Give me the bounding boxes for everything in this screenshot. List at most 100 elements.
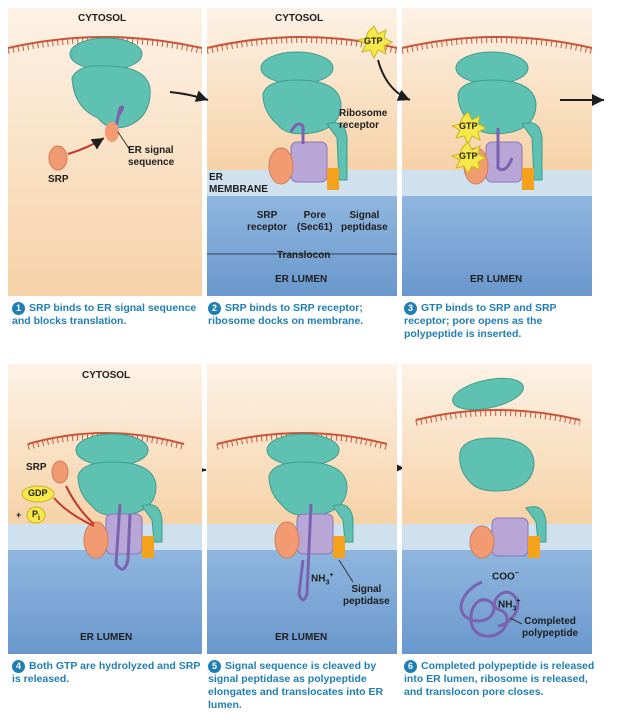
ribosome-small-subunit <box>452 377 524 411</box>
step-number-2: 2 <box>208 302 221 315</box>
translocon-pore <box>491 517 529 557</box>
ribosome-small-subunit <box>75 433 149 467</box>
panel-4-art <box>8 364 202 654</box>
nh3-label: NH3+ <box>498 598 521 613</box>
pi-label: Pi <box>32 509 40 522</box>
polypeptide <box>297 503 313 602</box>
coo-label: COO− <box>492 570 519 583</box>
ribosome-receptor <box>525 506 547 543</box>
ribosome-large-subunit <box>71 65 151 129</box>
srp-bound <box>105 122 119 142</box>
signal-peptidase <box>333 536 345 558</box>
step-number-4: 4 <box>12 660 25 673</box>
polypeptide <box>496 128 514 172</box>
step-1-to-2-arrow <box>169 90 209 102</box>
signal-peptidase <box>528 536 540 558</box>
panel-6-art <box>402 364 592 654</box>
gtp-star-1 <box>450 111 488 146</box>
srp-receptor <box>469 525 495 559</box>
er-lumen-bg <box>8 550 202 654</box>
mrna-ticks <box>402 37 592 54</box>
ribosome-receptor <box>326 122 348 181</box>
er-lumen-label: ER LUMEN <box>275 274 328 285</box>
srp-receptor-label: SRP receptor <box>247 210 288 233</box>
ribosome-large-subunit <box>262 79 342 135</box>
ribosome-receptor-label: Ribosome receptor <box>339 108 388 131</box>
signal-peptidase <box>142 536 154 558</box>
step-number-1: 1 <box>12 302 25 315</box>
completed-polypeptide-coil <box>459 580 520 638</box>
srp-receptor <box>274 521 300 559</box>
cytosol-label: CYTOSOL <box>275 13 324 24</box>
release-arrow-srp <box>65 485 95 525</box>
step-number-3: 3 <box>404 302 417 315</box>
gtp-badge-star <box>356 25 394 60</box>
panel-5-art <box>207 364 397 654</box>
srp-icon <box>48 145 68 171</box>
er-lumen-label: ER LUMEN <box>275 632 328 643</box>
signal-peptidase-label: Signal peptidase <box>341 210 388 233</box>
polypeptide <box>289 122 305 144</box>
ribosome-small-subunit <box>266 433 340 467</box>
ribosome-large-subunit <box>268 461 348 517</box>
er-membrane-label: ER MEMBRANE <box>209 172 268 195</box>
er-lumen-label: ER LUMEN <box>470 274 523 285</box>
srp-label: SRP <box>48 174 69 185</box>
gtp-star-2 <box>450 141 488 176</box>
srp-label: SRP <box>26 462 47 473</box>
panel-1-art <box>8 8 202 296</box>
mrna-ticks <box>207 37 397 54</box>
leader-completed <box>509 617 523 625</box>
panel-3: GTP GTP ER LUMEN <box>402 8 592 296</box>
er-signal-sequence-label: ER signal sequence <box>128 145 175 168</box>
step-2-to-3-arrow <box>377 59 411 101</box>
polypeptide <box>112 105 125 137</box>
panel-2: CYTOSOL Ribosome receptor ER MEMBRANE SR… <box>207 8 397 296</box>
translocon-pore <box>296 513 334 555</box>
nh3-label: NH3+ <box>311 572 334 587</box>
cytosol-label: CYTOSOL <box>78 13 127 24</box>
gdp-oval <box>21 485 55 503</box>
translocon-label: Translocon <box>277 250 331 261</box>
panel-1: CYTOSOL ER signal sequence SRP <box>8 8 202 296</box>
panel-4: CYTOSOL SRP GDP + Pi ER LUMEN <box>8 364 202 654</box>
translocon-pore <box>105 513 143 555</box>
ribosome-receptor <box>521 122 543 181</box>
signal-peptidase <box>327 168 339 190</box>
leader-peptidase <box>338 559 354 583</box>
leader-signal <box>117 131 131 151</box>
release-arrow-gdp <box>53 497 95 527</box>
gdp-label: GDP <box>28 488 48 498</box>
panel-2-art <box>207 8 397 296</box>
completed-polypeptide-label: Completed polypeptide <box>522 616 579 639</box>
ribosome-large-subunit <box>77 461 157 517</box>
er-lumen-label: ER LUMEN <box>80 632 133 643</box>
step-number-6: 6 <box>404 660 417 673</box>
ribosome-receptor <box>141 504 163 543</box>
plus-label: + <box>16 510 22 520</box>
signal-peptidase-label: Signal peptidase <box>343 584 390 607</box>
srp-arrow <box>67 137 105 155</box>
er-lumen-bg <box>402 550 592 654</box>
gtp-label-top: GTP <box>364 36 383 46</box>
er-lumen-bg <box>207 196 397 296</box>
srp-released <box>51 460 69 484</box>
ribosome-receptor <box>332 504 354 543</box>
panel-5: NH3+ Signal peptidase ER LUMEN <box>207 364 397 654</box>
srp-receptor <box>83 521 109 559</box>
cytosol-label: CYTOSOL <box>82 370 131 381</box>
gtp-label-2: GTP <box>459 151 478 161</box>
er-lumen-bg <box>402 196 592 296</box>
panel-6: COO− NH3+ Completed polypeptide <box>402 364 592 654</box>
gtp-label-1: GTP <box>459 121 478 131</box>
pi-oval <box>26 506 46 524</box>
polypeptide <box>114 503 132 571</box>
pore-label: Pore (Sec61) <box>297 210 333 233</box>
panel-3-art <box>402 8 592 296</box>
srp-receptor <box>268 147 294 185</box>
mrna <box>27 432 185 445</box>
